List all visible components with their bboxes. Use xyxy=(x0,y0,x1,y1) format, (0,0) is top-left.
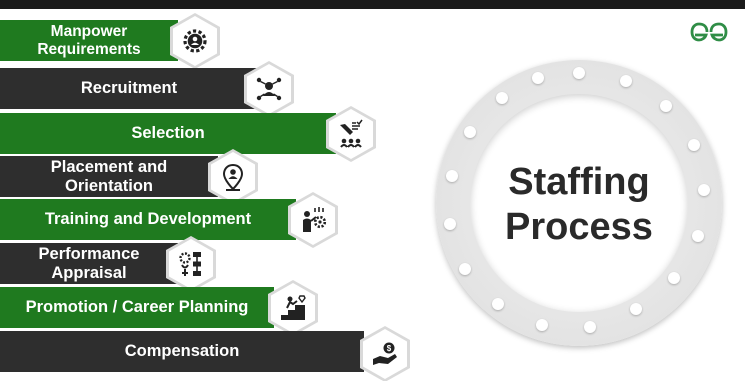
step-bar: Placement and Orientation xyxy=(0,156,218,197)
svg-text:$: $ xyxy=(387,344,392,353)
trainer-gear-icon xyxy=(288,192,338,248)
circle-center xyxy=(470,94,688,312)
staffing-process-circle: Staffing Process xyxy=(436,60,722,346)
step-bar: Performance Appraisal xyxy=(0,243,178,284)
ring-dot xyxy=(620,75,632,87)
step-compensation: Compensation xyxy=(0,331,380,372)
top-banner-strip xyxy=(0,0,745,9)
step-label: Recruitment xyxy=(80,79,178,98)
ring-dot xyxy=(668,272,680,284)
step-recruitment: Recruitment xyxy=(0,68,280,109)
step-bar: Compensation xyxy=(0,331,364,372)
career-steps-icon xyxy=(268,280,318,336)
step-selection: Selection xyxy=(0,113,356,154)
ring-dot xyxy=(446,170,458,182)
title-line: Process xyxy=(505,205,653,248)
step-label: Training and Development xyxy=(44,210,252,229)
step-label: Placement and Orientation xyxy=(50,158,168,195)
diagram-title: Staffing Process xyxy=(470,160,688,250)
selection-hand-icon xyxy=(326,106,376,162)
ring-dot xyxy=(573,67,585,79)
step-label: Performance Appraisal xyxy=(38,245,140,282)
step-performance-appraisal: Performance Appraisal xyxy=(0,243,200,284)
ring-dot xyxy=(692,230,704,242)
step-promotion-career-planning: Promotion / Career Planning xyxy=(0,287,296,328)
ring-dot xyxy=(459,263,471,275)
step-bar: Training and Development xyxy=(0,199,296,240)
step-bar: Recruitment xyxy=(0,68,258,109)
step-label: Manpower Requirements xyxy=(37,23,141,58)
ring-dot xyxy=(496,92,508,104)
ring-dot xyxy=(698,184,710,196)
step-bar: Promotion / Career Planning xyxy=(0,287,274,328)
ring-dot xyxy=(584,321,596,333)
ring-dot xyxy=(536,319,548,331)
ring-dot xyxy=(532,72,544,84)
ring-dot xyxy=(630,303,642,315)
ring-dot xyxy=(688,139,700,151)
step-bar: Selection xyxy=(0,113,336,154)
step-placement-orientation: Placement and Orientation xyxy=(0,156,240,197)
step-bar: Manpower Requirements xyxy=(0,20,178,61)
step-label: Promotion / Career Planning xyxy=(25,298,249,317)
ring-dot xyxy=(464,126,476,138)
step-manpower-requirements: Manpower Requirements xyxy=(0,20,240,61)
step-training-development: Training and Development xyxy=(0,199,320,240)
step-label: Selection xyxy=(131,124,205,143)
title-line: Staffing xyxy=(508,161,650,203)
brand-logo xyxy=(690,22,728,42)
ring-dot xyxy=(492,298,504,310)
step-label: Compensation xyxy=(124,342,240,361)
ring-dot xyxy=(444,218,456,230)
ring-dot xyxy=(660,100,672,112)
